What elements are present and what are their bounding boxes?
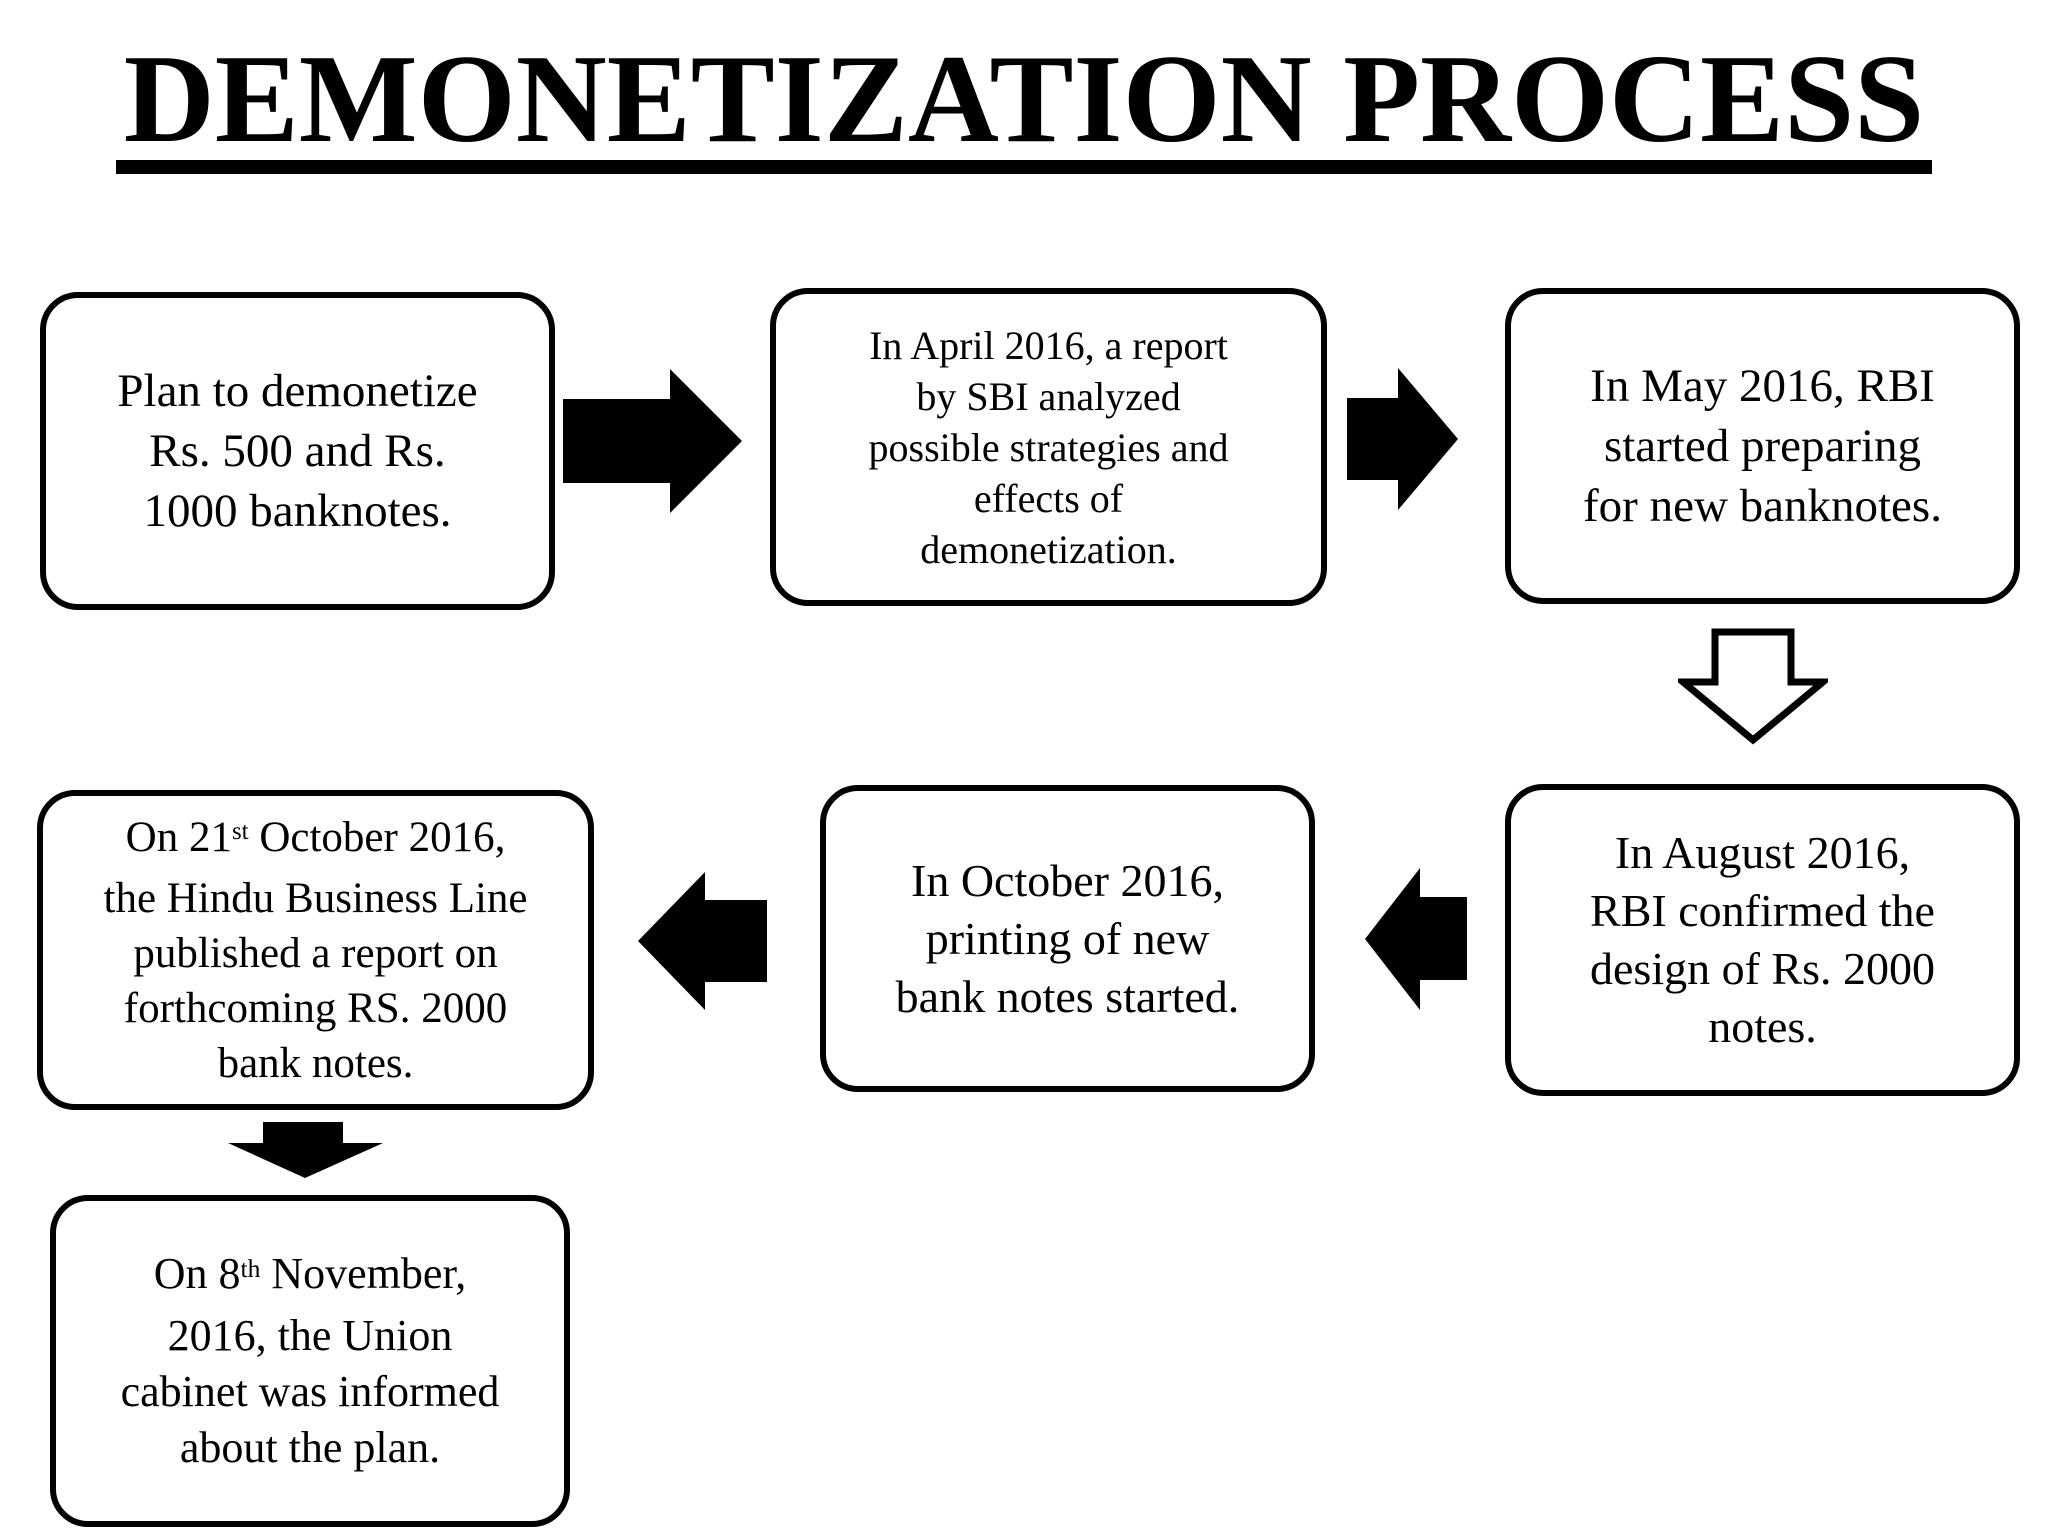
text-line: demonetization. <box>920 526 1177 572</box>
ordinal-suffix: th <box>240 1253 261 1283</box>
arrow-down-outline-shape <box>1678 628 1828 745</box>
arrow-left-icon <box>638 872 767 1010</box>
flow-step-text: On 8th November, 2016, the Union cabinet… <box>56 1246 564 1476</box>
text-line: On 21st October 2016, <box>43 810 588 871</box>
text-line: bank notes started. <box>895 970 1240 1022</box>
text-segment: November, <box>260 1249 467 1298</box>
arrow-right-icon <box>563 369 742 513</box>
arrow-down-shape <box>228 1122 383 1178</box>
text-line: On 8th November, <box>56 1246 564 1308</box>
flow-step-text: In April 2016, a report by SBI analyzed … <box>776 320 1321 575</box>
text-line: started preparing <box>1603 420 1922 472</box>
flow-step-text: In May 2016, RBI started preparing for n… <box>1511 356 2014 536</box>
flow-step-rbi-preparing: In May 2016, RBI started preparing for n… <box>1505 288 2020 604</box>
flow-step-text: In August 2016, RBI confirmed the design… <box>1511 824 2014 1056</box>
text-line: Rs. 500 and Rs. <box>149 425 446 477</box>
text-line: cabinet was informed <box>120 1367 500 1416</box>
text-line: printing of new <box>925 912 1210 964</box>
text-line: In April 2016, a report <box>869 322 1228 368</box>
arrow-left-icon <box>1365 868 1467 1010</box>
text-line: In May 2016, RBI <box>1590 360 1935 412</box>
arrow-left-shape <box>638 872 767 1010</box>
text-segment: On 8 <box>153 1249 241 1298</box>
arrow-right-shape <box>563 369 742 513</box>
arrow-right-icon <box>1347 368 1458 510</box>
flow-step-text: In October 2016, printing of new bank no… <box>826 852 1309 1026</box>
text-line: In August 2016, <box>1614 827 1911 878</box>
flow-step-union-cabinet-informed: On 8th November, 2016, the Union cabinet… <box>50 1195 570 1527</box>
arrow-left-shape <box>1365 868 1467 1010</box>
text-line: bank notes. <box>217 1039 414 1087</box>
text-line: RBI confirmed the <box>1590 885 1935 936</box>
flow-step-rbi-confirmed-design: In August 2016, RBI confirmed the design… <box>1505 784 2020 1096</box>
ordinal-suffix: st <box>231 818 249 846</box>
flow-step-plan-demonetize: Plan to demonetize Rs. 500 and Rs. 1000 … <box>40 292 555 610</box>
text-line: about the plan. <box>179 1423 441 1472</box>
text-segment: October 2016, <box>248 813 506 861</box>
flow-step-text: On 21st October 2016, the Hindu Business… <box>43 810 588 1091</box>
text-line: design of Rs. 2000 <box>1590 943 1935 994</box>
page-title: DEMONETIZATION PROCESS <box>115 37 1933 174</box>
text-line: effects of <box>973 475 1124 521</box>
text-line: notes. <box>1708 1001 1817 1052</box>
text-line: forthcoming RS. 2000 <box>123 984 508 1032</box>
flow-step-sbi-report: In April 2016, a report by SBI analyzed … <box>770 288 1327 606</box>
text-line: for new banknotes. <box>1583 480 1942 532</box>
text-line: possible strategies and <box>868 424 1229 470</box>
arrow-right-shape <box>1347 368 1458 510</box>
text-line: published a report on <box>133 929 498 977</box>
flow-step-text: Plan to demonetize Rs. 500 and Rs. 1000 … <box>46 361 549 541</box>
arrow-down-icon <box>228 1122 383 1178</box>
header: DEMONETIZATION PROCESS <box>0 37 2048 174</box>
arrow-down-outline-icon <box>1678 628 1828 745</box>
text-line: 1000 banknotes. <box>143 485 452 537</box>
text-segment: On 21 <box>125 813 232 861</box>
text-line: the Hindu Business Line <box>103 874 528 922</box>
text-line: In October 2016, <box>911 854 1224 906</box>
text-line: by SBI analyzed <box>916 373 1181 419</box>
text-line: 2016, the Union <box>167 1311 453 1360</box>
flow-step-hindu-business-line: On 21st October 2016, the Hindu Business… <box>37 790 594 1110</box>
flow-step-printing-started: In October 2016, printing of new bank no… <box>820 785 1315 1092</box>
text-line: Plan to demonetize <box>117 365 478 417</box>
